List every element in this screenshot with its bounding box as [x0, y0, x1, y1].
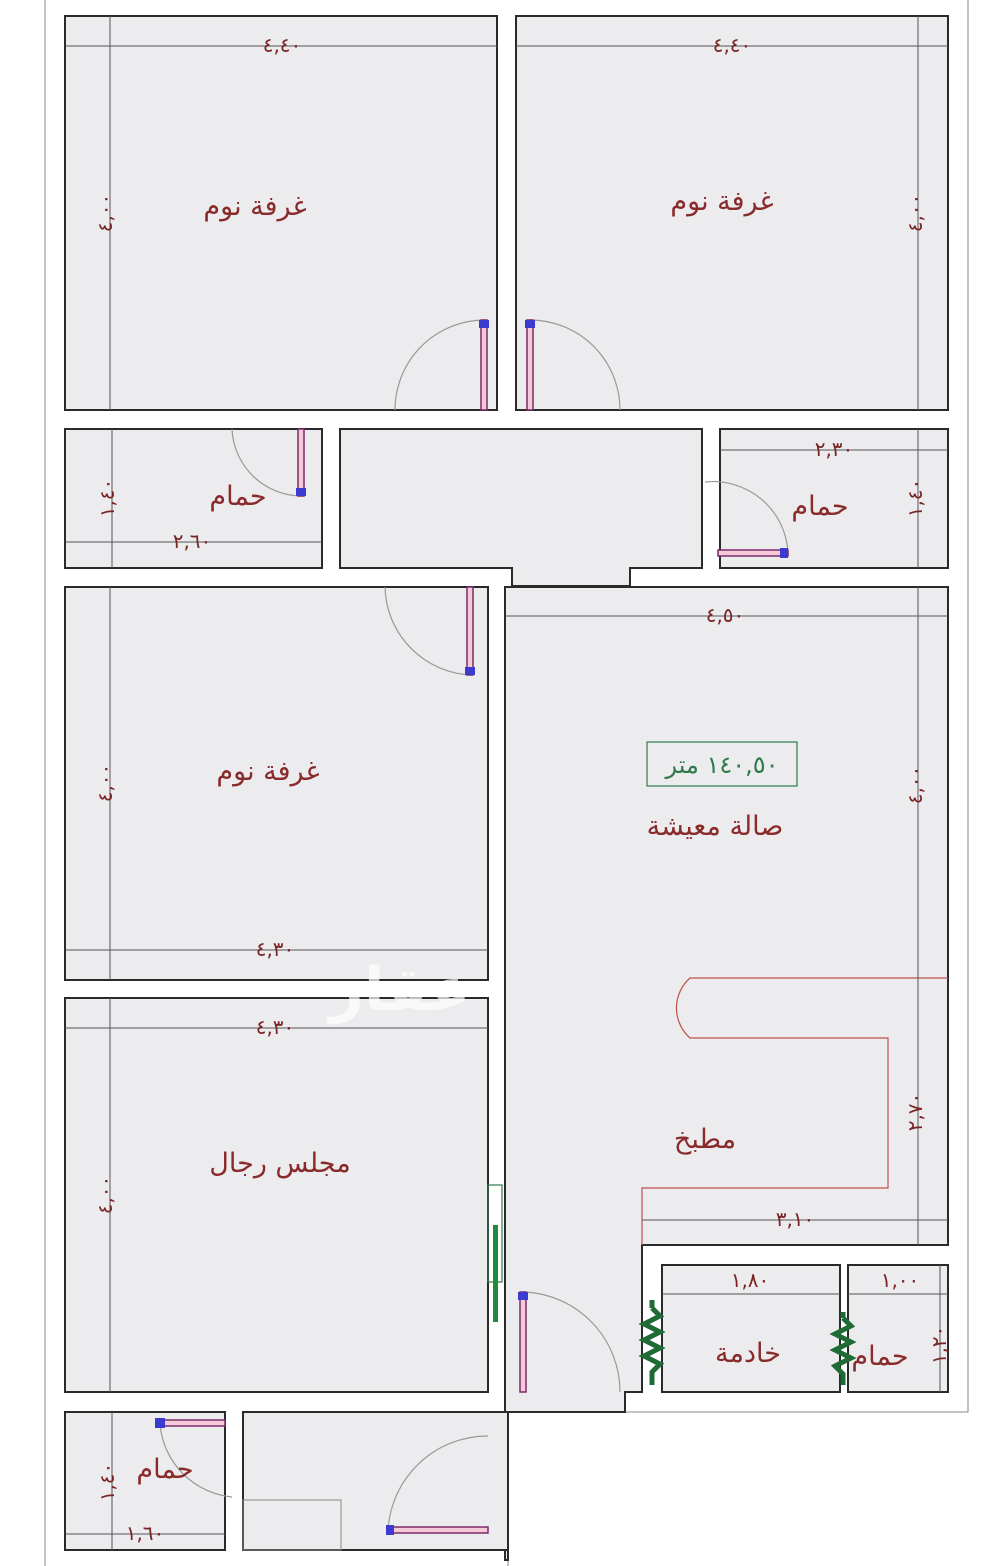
label-bathroom-4: حمام — [136, 1454, 193, 1485]
bathroom-4 — [64, 1411, 226, 1551]
dim-bathroom-2-w: ٢,٣٠ — [815, 437, 854, 461]
door-bathroom-1[interactable] — [231, 428, 306, 497]
area-box — [646, 741, 798, 787]
watermark: عقار — [326, 955, 470, 1025]
door-entrance-living[interactable] — [518, 1291, 621, 1393]
label-living: صالة معيشة — [647, 811, 784, 842]
dim-maid-w: ١,٨٠ — [731, 1268, 770, 1292]
dim-bedroom-3-w: ٤,٣٠ — [256, 937, 295, 961]
accordion-door-bathroom-3[interactable] — [829, 1312, 857, 1385]
dim-bathroom-4-w: ١,٦٠ — [126, 1521, 165, 1545]
label-majlis: مجلس رجال — [209, 1148, 350, 1179]
bathroom-3 — [847, 1264, 949, 1393]
bathroom-2 — [719, 428, 949, 569]
label-bedroom-1: غرفة نوم — [203, 191, 306, 222]
door-bathroom-4[interactable] — [155, 1418, 233, 1498]
dim-bedroom-1-w: ٤,٤٠ — [263, 33, 302, 57]
dim-bathroom-1-w: ٢,٦٠ — [173, 529, 212, 553]
dimension-lines — [65, 16, 948, 1550]
area-label: ١٤٠,٥٠ متر — [664, 751, 778, 779]
label-bathroom-2: حمام — [791, 491, 848, 522]
kitchen-counter — [641, 977, 948, 1245]
label-bathroom-3: حمام — [851, 1341, 908, 1372]
bathroom-1 — [64, 428, 323, 569]
corridor — [339, 428, 703, 587]
door-bathroom-2[interactable] — [704, 480, 789, 558]
dim-bathroom-3-h: ١,٢٠ — [927, 1326, 951, 1365]
door-bedroom-1[interactable] — [394, 319, 489, 411]
label-bedroom-3: غرفة نوم — [216, 756, 319, 787]
bedroom-1 — [64, 15, 498, 411]
majlis — [64, 997, 489, 1393]
dim-bedroom-1-h: ٤,٠٠ — [93, 194, 117, 233]
bedroom-2 — [515, 15, 949, 411]
door-majlis-sliding[interactable] — [487, 1184, 503, 1322]
maid-room — [661, 1264, 841, 1393]
dim-kitchen-w: ٣,١٠ — [776, 1207, 815, 1231]
dim-majlis-w: ٤,٣٠ — [256, 1015, 295, 1039]
dim-bathroom-3-w: ١,٠٠ — [881, 1268, 920, 1292]
dim-living-w: ٤,٥٠ — [706, 603, 745, 627]
dim-bedroom-2-w: ٤,٤٠ — [713, 33, 752, 57]
living-room — [504, 586, 949, 1561]
label-bathroom-1: حمام — [209, 481, 266, 512]
dim-kitchen-h: ٢,٧٠ — [903, 1093, 927, 1132]
door-main-entrance[interactable] — [386, 1435, 489, 1535]
accordion-door-maid[interactable] — [638, 1300, 666, 1385]
dim-bathroom-2-h: ١,٤٠ — [903, 479, 927, 518]
door-bedroom-2[interactable] — [525, 319, 621, 411]
dim-bathroom-1-h: ١,٤٠ — [95, 479, 119, 518]
label-maid: خادمة — [715, 1338, 781, 1369]
dim-bedroom-3-h: ٤,٠٠ — [93, 764, 117, 803]
dim-living-h: ٤,٠٠ — [903, 766, 927, 805]
dim-majlis-h: ٤,٠٠ — [93, 1176, 117, 1215]
door-bedroom-3[interactable] — [384, 586, 475, 676]
dim-bedroom-2-h: ٤,٠٠ — [903, 194, 927, 233]
dim-bathroom-4-h: ١,٤٠ — [95, 1463, 119, 1502]
entrance-closet — [242, 1499, 342, 1551]
label-kitchen: مطبخ — [674, 1124, 736, 1155]
label-bedroom-2: غرفة نوم — [670, 186, 773, 217]
